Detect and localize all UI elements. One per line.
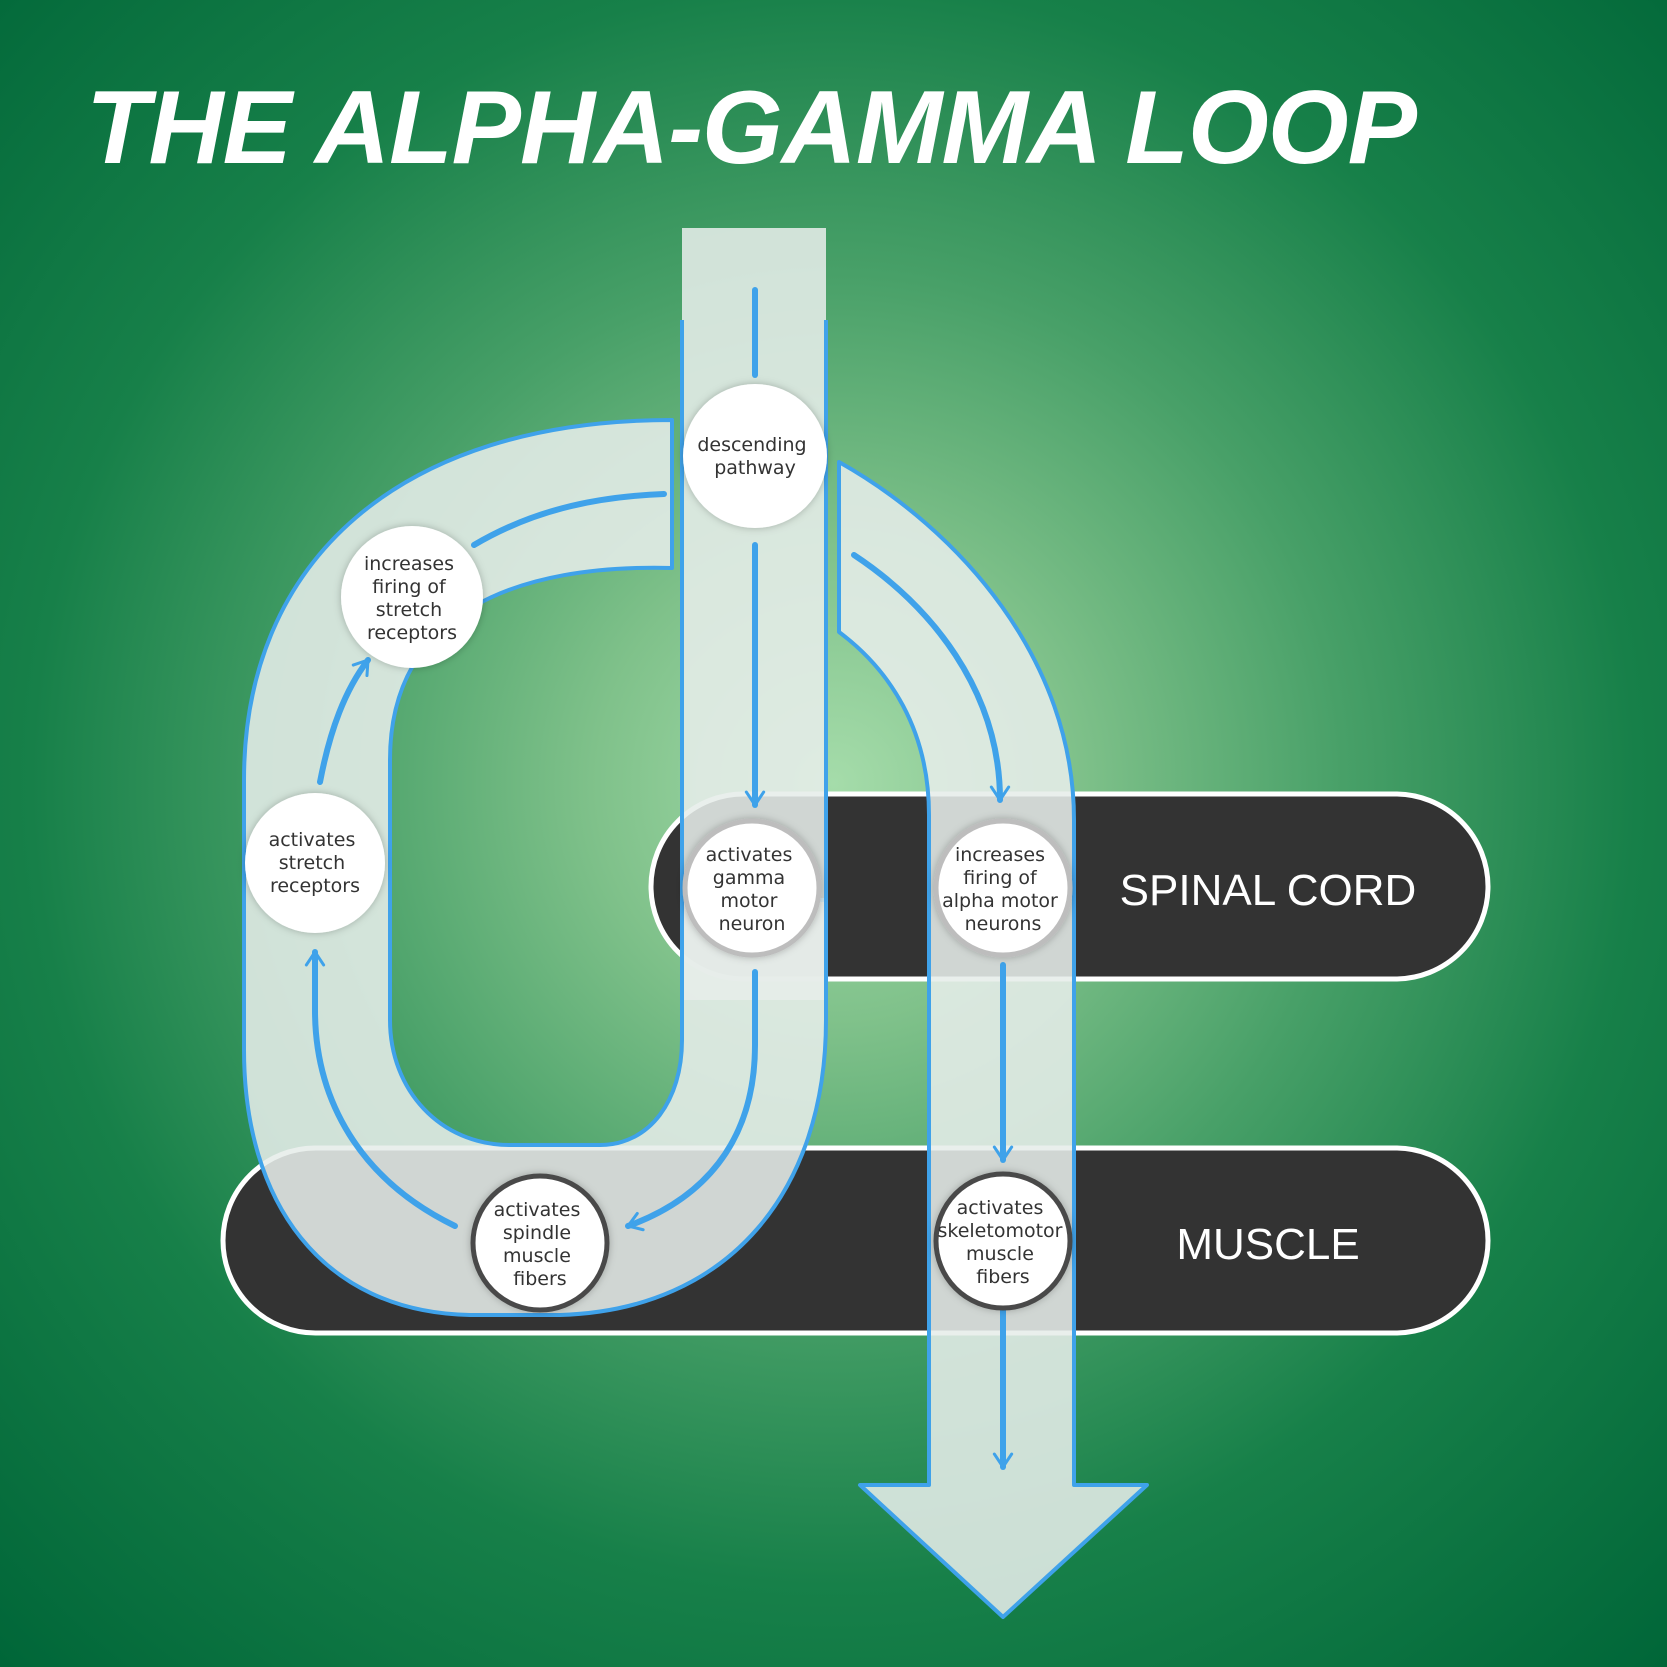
node-activates-skeletomotor-text: activates skeletomotor muscle fibers	[937, 1197, 1068, 1288]
arrow-stretch-to-increases	[317, 657, 371, 785]
spinal-cord-label: SPINAL CORD	[1120, 866, 1417, 915]
node-activates-gamma-motor-neuron: activates gamma motor neuron	[682, 818, 822, 958]
arrow-increases-loop	[471, 491, 667, 548]
arrow-to-alpha	[851, 552, 1011, 803]
node-activates-spindle-text: activates spindle muscle fibers	[494, 1199, 587, 1290]
node-increases-alpha-motor-neurons: increases firing of alpha motor neurons	[933, 818, 1073, 958]
descending-band-edges	[680, 320, 828, 1010]
node-activates-skeletomotor-muscle-fibers: activates skeletomotor muscle fibers	[933, 1171, 1073, 1311]
node-increases-alpha-text: increases firing of alpha motor neurons	[942, 844, 1064, 935]
node-activates-gamma-text: activates gamma motor neuron	[706, 844, 799, 935]
node-activates-spindle-muscle-fibers: activates spindle muscle fibers	[470, 1173, 610, 1313]
arrow-gamma-to-spindle	[625, 969, 758, 1232]
flow-arrows	[304, 287, 1014, 1470]
alpha-pathway-band	[837, 460, 1149, 1619]
arrow-spindle-to-stretch	[304, 949, 458, 1229]
node-increases-stretch-text: increases firing of stretch receptors	[364, 553, 460, 644]
node-increases-firing-stretch-receptors: increases firing of stretch receptors	[341, 526, 483, 668]
node-activates-stretch-receptors: activates stretch receptors	[245, 793, 385, 933]
diagram-title: THE ALPHA-GAMMA LOOP	[86, 70, 1418, 186]
node-descending-pathway-text: descending pathway	[697, 434, 812, 479]
node-descending-pathway: descending pathway	[683, 384, 827, 528]
node-activates-stretch-text: activates stretch receptors	[269, 829, 362, 897]
muscle-label: MUSCLE	[1176, 1220, 1359, 1269]
